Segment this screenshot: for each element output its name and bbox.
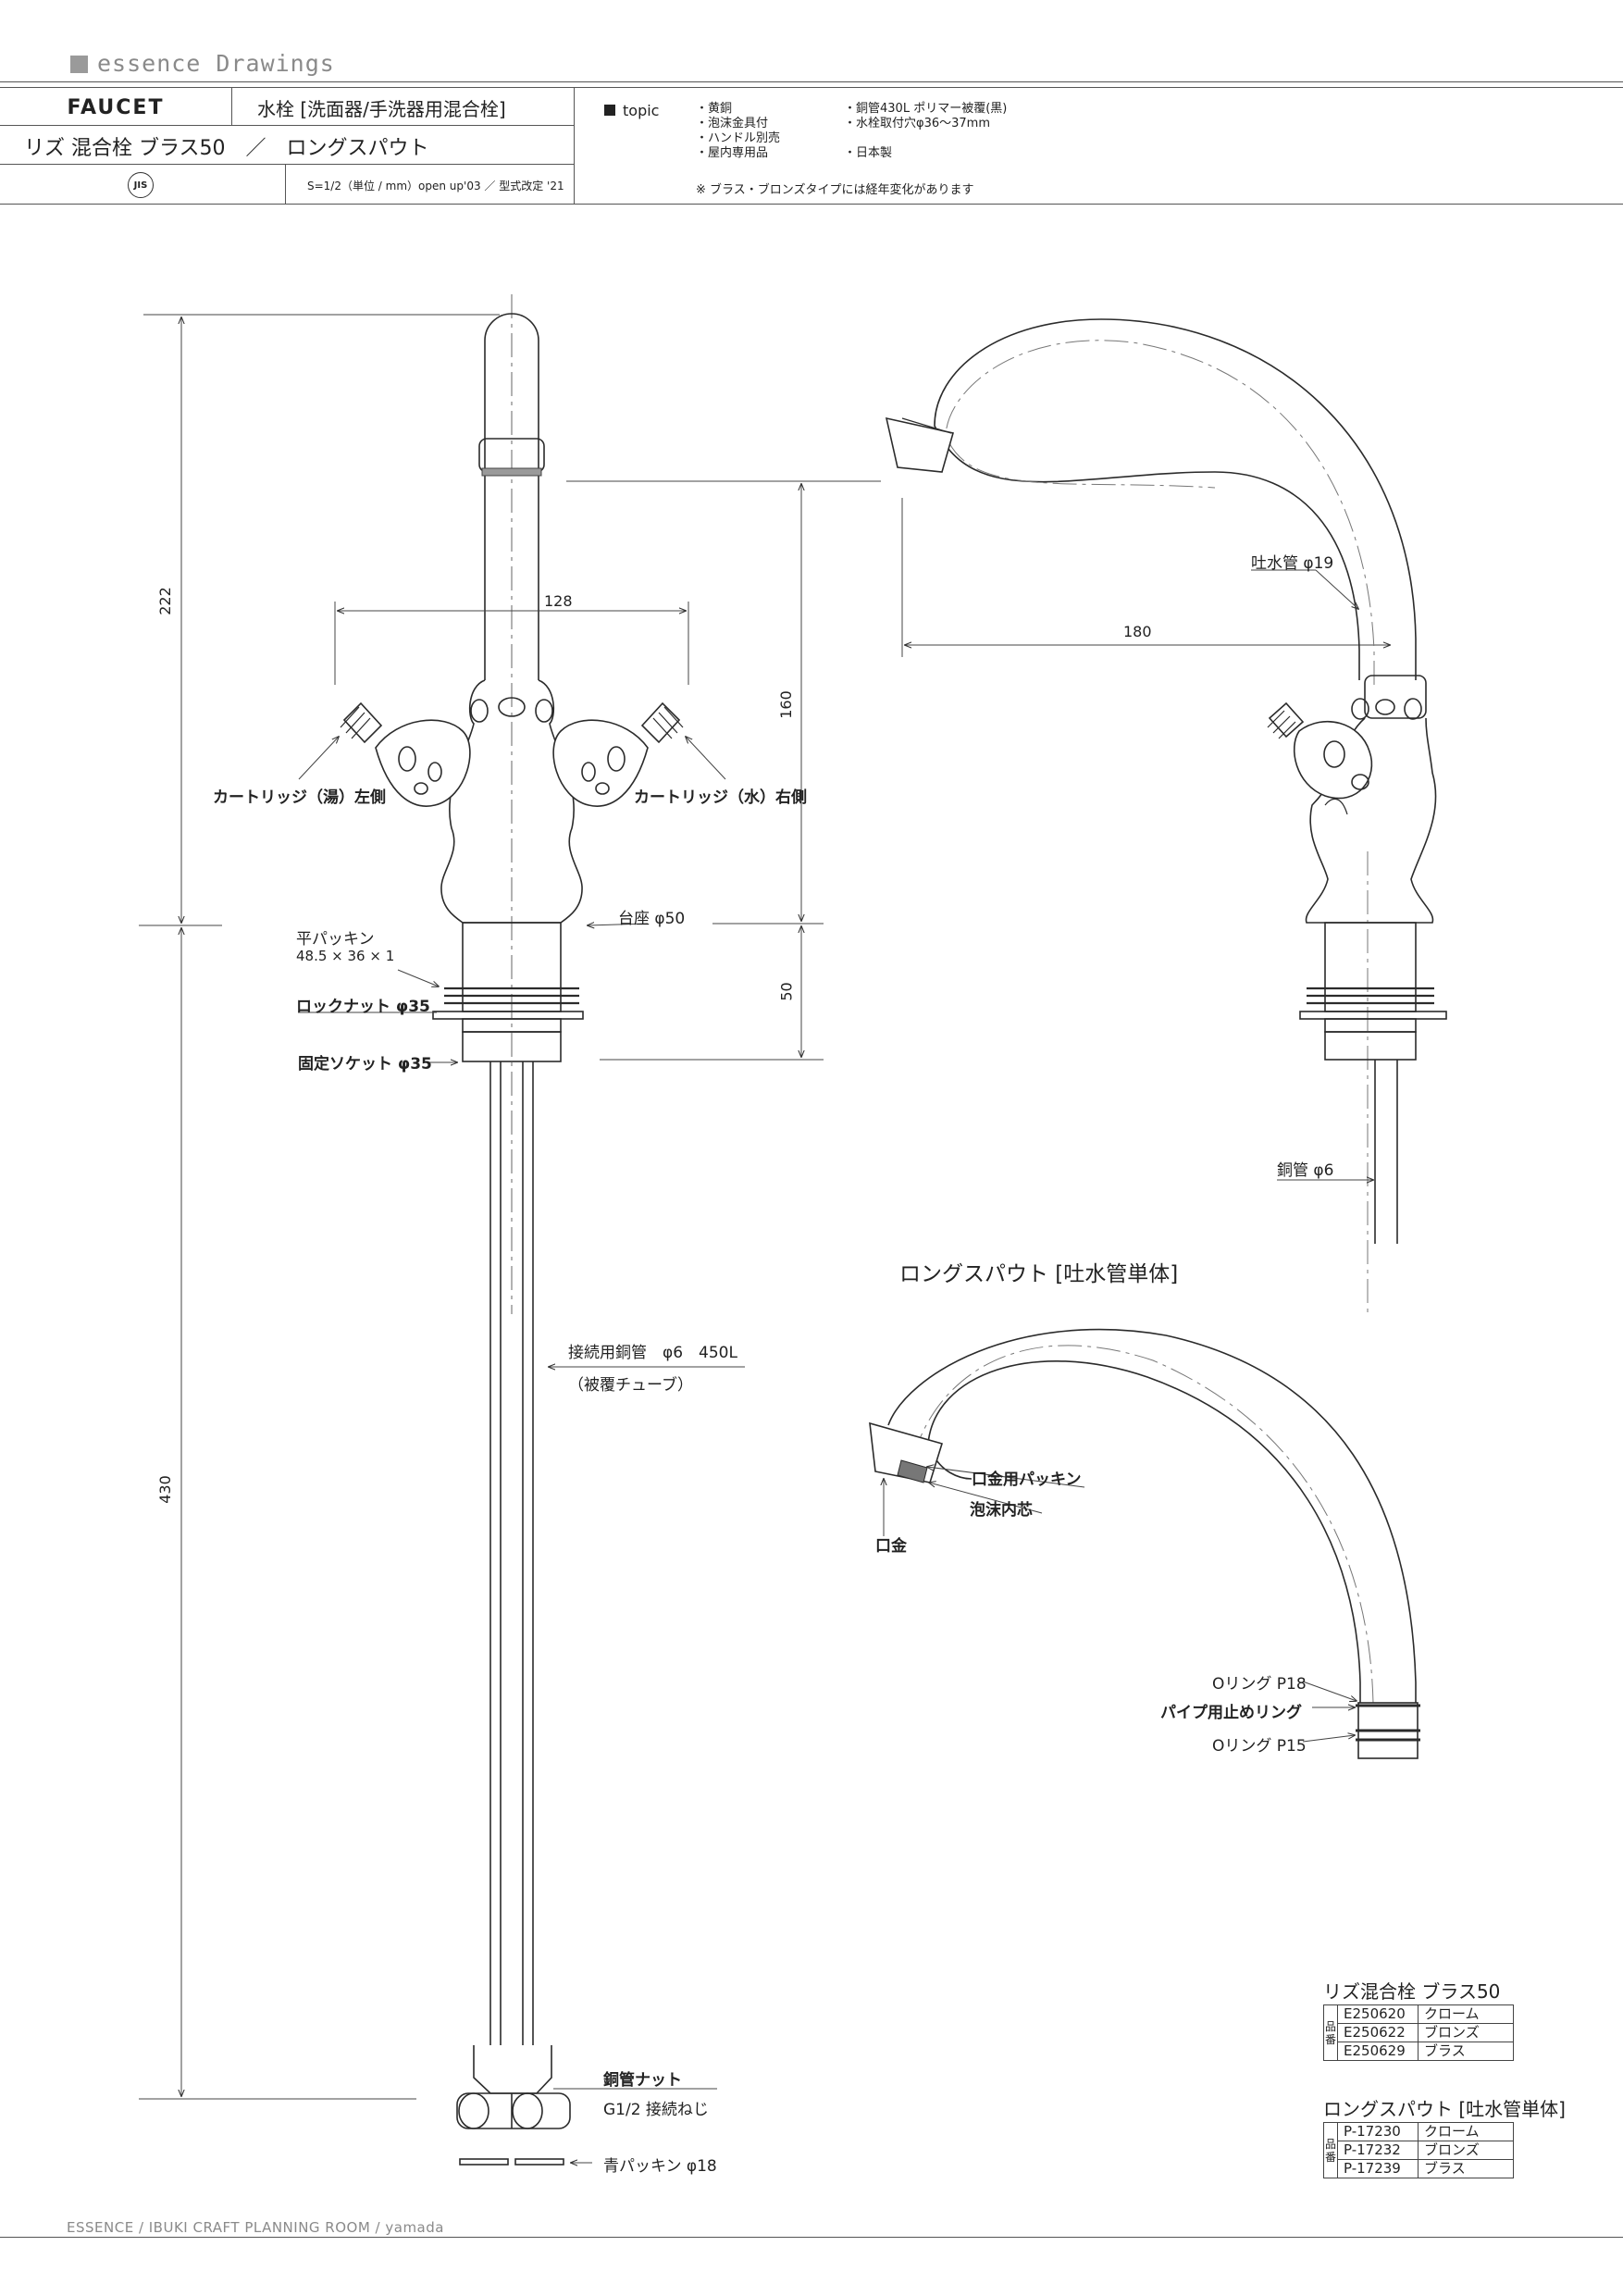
table-cell-finish: クローム <box>1418 2122 1514 2141</box>
thread-label: G1/2 接続ねじ <box>603 2101 709 2119</box>
category-label: FAUCET <box>67 95 165 119</box>
table-side-label: 品番 <box>1323 2004 1338 2061</box>
socket-label: 固定ソケット φ35 <box>298 1055 432 1074</box>
cold-cartridge-label: カートリッジ（水）右側 <box>634 788 807 807</box>
topic-list-2: ・銅管430L ポリマー被覆(黒) ・水栓取付穴φ36〜37mm ・日本製 <box>844 102 1007 161</box>
product-name: リズ 混合栓 ブラス50 ／ ロングスパウト <box>24 137 429 160</box>
pipe-label: 接続用銅管 φ6 450L <box>568 1344 737 1362</box>
product-type: 水栓 [洗面器/手洗器用混合栓] <box>257 98 506 120</box>
aerator-label: 泡沫内芯 <box>970 1501 1033 1520</box>
oring-p15-label: Oリング P15 <box>1212 1737 1307 1756</box>
dim-180: 180 <box>1123 623 1152 640</box>
topic-note: ※ ブラス・ブロンズタイプには経年変化があります <box>696 183 974 197</box>
topic-text: topic <box>623 102 660 119</box>
faucet-side-view <box>885 318 1447 1314</box>
table-cell-code: P-17230 <box>1337 2122 1419 2141</box>
mouth-label: 口金 <box>875 1537 907 1556</box>
spout-detail-view <box>869 1328 1420 1759</box>
spout-pipe-label: 吐水管 φ19 <box>1251 554 1334 573</box>
topic-item: ・水栓取付穴φ36〜37mm <box>844 117 990 130</box>
dim-128: 128 <box>544 592 573 610</box>
table-cell-code: E250629 <box>1337 2042 1419 2061</box>
brand-square-icon <box>70 56 88 73</box>
rule <box>285 164 286 204</box>
leaders-front <box>298 737 745 2163</box>
rule <box>0 204 1623 205</box>
mouth-packing-label: 口金用パッキン <box>972 1471 1082 1489</box>
table-title: ロングスパウト [吐水管単体] <box>1323 2098 1566 2120</box>
blue-packing-label: 青パッキン φ18 <box>603 2157 717 2176</box>
rule <box>0 125 574 126</box>
table-title: リズ混合栓 ブラス50 <box>1323 1980 1501 2003</box>
hot-cartridge-label: カートリッジ（湯）左側 <box>213 788 386 807</box>
topic-list-1: ・黄銅 ・泡沫金具付 ・ハンドル別売 ・屋内専用品 <box>696 102 780 161</box>
topic-item: ・泡沫金具付 <box>696 117 769 130</box>
stop-ring-label: パイプ用止めリング <box>1160 1704 1302 1722</box>
topic-item: ・ハンドル別売 <box>696 131 781 145</box>
rule <box>574 87 575 204</box>
table-cell-code: P-17239 <box>1337 2159 1419 2178</box>
base-label: 台座 φ50 <box>618 910 686 928</box>
side-pipe-label: 銅管 φ6 <box>1277 1161 1334 1180</box>
lock-nut-label: ロックナット φ35 <box>296 998 430 1016</box>
table-cell-code: E250620 <box>1337 2004 1419 2024</box>
topic-square-icon <box>604 105 615 116</box>
leaders-side <box>1251 569 1373 1180</box>
topic-item: ・日本製 <box>844 146 893 160</box>
rule <box>0 81 1623 82</box>
dim-50: 50 <box>777 982 796 1001</box>
flat-packing-size: 48.5 × 36 × 1 <box>296 948 395 964</box>
flat-packing-label: 平パッキン <box>296 930 375 949</box>
table-cell-finish: ブロンズ <box>1418 2141 1514 2160</box>
table-cell-code: E250622 <box>1337 2023 1419 2042</box>
scale-note: S=1/2（単位 / mm）open up'03 ／ 型式改定 '21 <box>307 180 564 192</box>
brand-text: essence Drawings <box>97 50 335 77</box>
rule <box>0 164 574 165</box>
footer-rule <box>0 2237 1623 2238</box>
dim-160: 160 <box>776 690 795 719</box>
dim-222: 222 <box>155 587 174 615</box>
pipe-sub-label: （被覆チューブ） <box>568 1376 693 1395</box>
rule <box>0 87 1623 88</box>
topic-item: ・屋内専用品 <box>696 146 769 160</box>
copper-nut-label: 銅管ナット <box>603 2071 682 2090</box>
leaders-spout <box>884 1467 1357 1743</box>
table-cell-finish: ブロンズ <box>1418 2023 1514 2042</box>
table-cell-finish: クローム <box>1418 2004 1514 2024</box>
topic-item: ・黄銅 <box>696 102 733 116</box>
spout-detail-title: ロングスパウト [吐水管単体] <box>899 1262 1179 1286</box>
table-cell-code: P-17232 <box>1337 2141 1419 2160</box>
table-side-label: 品番 <box>1323 2122 1338 2178</box>
dim-430: 430 <box>155 1475 174 1504</box>
table-cell-finish: ブラス <box>1418 2159 1514 2178</box>
oring-p18-label: Oリング P18 <box>1212 1675 1307 1694</box>
topic-heading: topic <box>604 102 659 119</box>
jis-mark: JIS <box>128 172 154 198</box>
topic-item: ・銅管430L ポリマー被覆(黒) <box>844 102 1008 116</box>
footer-credit: ESSENCE / IBUKI CRAFT PLANNING ROOM / ya… <box>67 2219 444 2236</box>
brand-title: essence Drawings <box>70 50 335 77</box>
table-cell-finish: ブラス <box>1418 2042 1514 2061</box>
rule <box>231 87 232 126</box>
dimensions-front <box>139 314 1390 2100</box>
faucet-front-view <box>340 294 684 2166</box>
